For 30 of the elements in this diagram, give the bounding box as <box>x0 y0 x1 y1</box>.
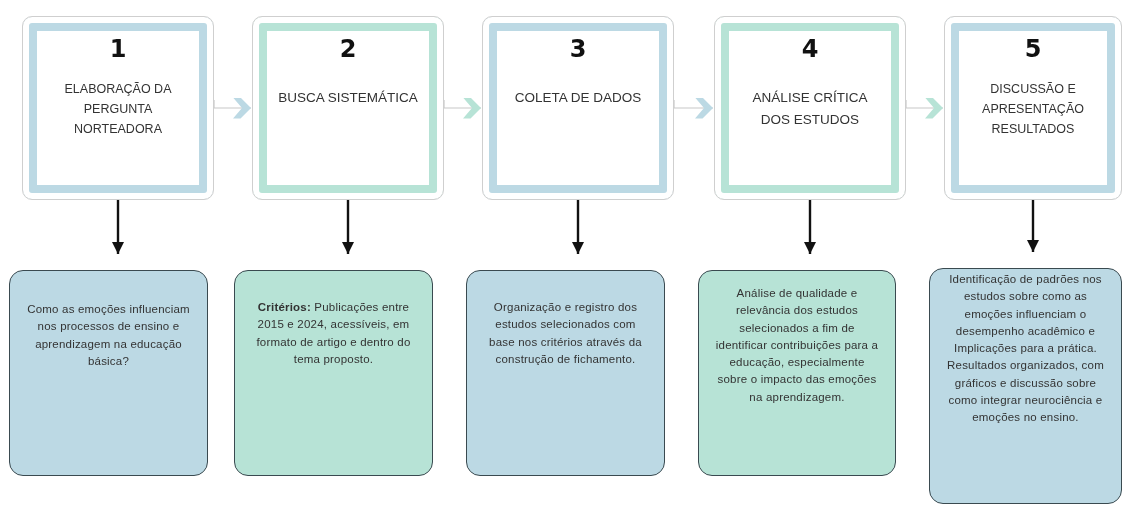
step-title: ELABORAÇÃO DA PERGUNTA NORTEADORA <box>63 81 173 138</box>
step-number: 5 <box>1023 35 1043 63</box>
step-number: 4 <box>800 35 820 63</box>
step-number: 2 <box>338 35 358 63</box>
arrow <box>804 200 816 254</box>
step-title: BUSCA SISTEMÁTICA <box>277 89 419 107</box>
step-card <box>22 16 214 200</box>
card-text: Como as emoções influenciam nos processos de ensino e aprendizagem na educação básica? <box>26 302 191 369</box>
info-card <box>698 270 896 476</box>
arrow <box>112 200 124 254</box>
step-title: COLETA DE DADOS <box>513 89 643 107</box>
arrow <box>1027 200 1039 252</box>
arrow <box>572 200 584 254</box>
step-number: 3 <box>568 35 588 63</box>
step-card <box>714 16 906 200</box>
step-title: ANÁLISE CRÍTICA DOS ESTUDOS <box>751 89 869 129</box>
info-card <box>466 270 665 476</box>
card-text: Organização e registro dos estudos selecionados com base nos critérios através da construção de fichamento. <box>489 300 642 367</box>
arrow <box>342 200 354 254</box>
step-number: 1 <box>108 35 128 63</box>
info-card <box>929 268 1122 504</box>
step-card <box>944 16 1122 200</box>
card-text: Identificação de padrões nos estudos sobre como as emoções influenciam o desempenho acadêmico e Implicações para a prática. Resultados organizados, com gráficos e discussão sobre como integrar neurociência e emoções no ensino. <box>946 272 1105 425</box>
step-card <box>252 16 444 200</box>
card-text: Análise de qualidade e relevância dos estudos selecionados a fim de identificar contribuições para a educação, especialmente sobre o impacto das emoções na aprendizagem. <box>714 286 880 405</box>
info-card <box>9 270 208 476</box>
step-title: DISCUSSÃO E APRESENTAÇÃO RESULTADOS <box>981 81 1085 138</box>
card-text: Critérios: Publicações entre 2015 e 2024, acessíveis, em formato de artigo e dentro do tema proposto. <box>255 300 412 367</box>
step-card <box>482 16 674 200</box>
info-card <box>234 270 433 476</box>
